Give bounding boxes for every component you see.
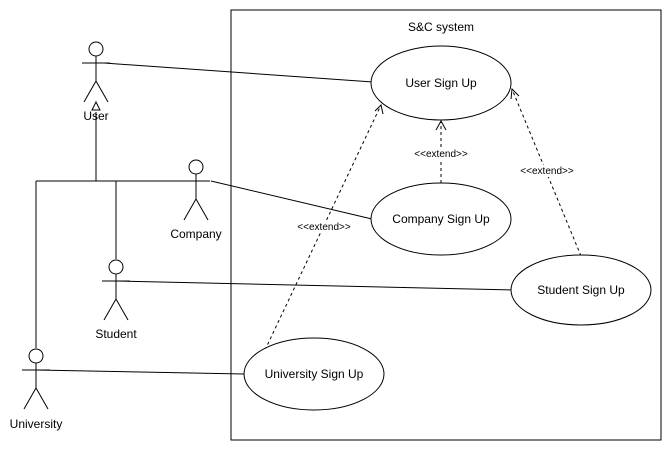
use-case-label: University Sign Up xyxy=(265,367,364,381)
association-company xyxy=(210,180,373,220)
use-case-user-sign-up[interactable]: User Sign Up xyxy=(370,45,512,121)
association-university xyxy=(35,369,245,375)
actor-user[interactable]: User xyxy=(82,41,110,123)
actor-label: Company xyxy=(170,227,221,241)
association-student xyxy=(115,280,513,291)
system-boundary xyxy=(230,9,662,441)
generalization-lines xyxy=(35,100,193,348)
use-case-student-sign-up[interactable]: Student Sign Up xyxy=(510,254,652,326)
use-case-label: User Sign Up xyxy=(405,76,477,90)
generalization-arrowhead xyxy=(91,100,101,111)
stick-figure-icon xyxy=(82,41,110,103)
use-case-label: Company Sign Up xyxy=(392,212,490,226)
actor-label: User xyxy=(83,109,108,123)
extend-label-company: <<extend>> xyxy=(414,149,468,160)
actor-label: Student xyxy=(95,327,137,341)
actor-university[interactable]: University xyxy=(10,348,63,431)
stick-figure-icon xyxy=(102,259,130,321)
system-title: S&C system xyxy=(408,20,474,34)
actor-label: University xyxy=(10,417,63,431)
actor-company[interactable]: Company xyxy=(170,159,222,241)
use-case-company-sign-up[interactable]: Company Sign Up xyxy=(370,182,512,256)
use-case-label: Student Sign Up xyxy=(537,283,625,297)
extend-label-student: <<extend>> xyxy=(520,166,574,177)
stick-figure-icon xyxy=(22,348,50,410)
actor-student[interactable]: Student xyxy=(95,259,137,341)
stick-figure-icon xyxy=(182,159,210,221)
use-case-university-sign-up[interactable]: University Sign Up xyxy=(243,337,385,411)
association-user xyxy=(103,62,374,83)
association-lines xyxy=(35,62,513,375)
extend-label-university: <<extend>> xyxy=(297,222,351,233)
